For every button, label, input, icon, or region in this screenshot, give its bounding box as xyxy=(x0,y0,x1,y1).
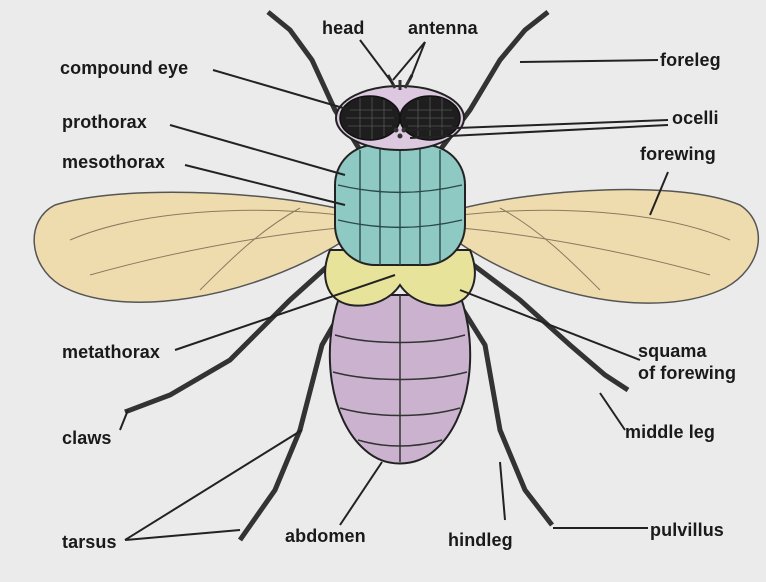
label-middle-leg: middle leg xyxy=(625,422,715,442)
label-forewing: forewing xyxy=(640,144,716,164)
label-squama-line2: of forewing xyxy=(638,363,736,383)
label-ocelli: ocelli xyxy=(672,108,719,128)
label-head: head xyxy=(322,18,364,38)
label-metathorax: metathorax xyxy=(62,342,160,362)
label-abdomen: abdomen xyxy=(285,526,366,546)
label-foreleg: foreleg xyxy=(660,50,721,70)
label-mesothorax: mesothorax xyxy=(62,152,165,172)
label-pulvillus: pulvillus xyxy=(650,520,724,540)
label-compound-eye: compound eye xyxy=(60,58,188,78)
label-prothorax: prothorax xyxy=(62,112,147,132)
label-claws: claws xyxy=(62,428,112,448)
label-antenna: antenna xyxy=(408,18,478,38)
label-squama-line1: squama xyxy=(638,341,707,361)
label-squama: squama of forewing xyxy=(638,340,736,384)
label-tarsus: tarsus xyxy=(62,532,117,552)
label-hindleg: hindleg xyxy=(448,530,513,550)
